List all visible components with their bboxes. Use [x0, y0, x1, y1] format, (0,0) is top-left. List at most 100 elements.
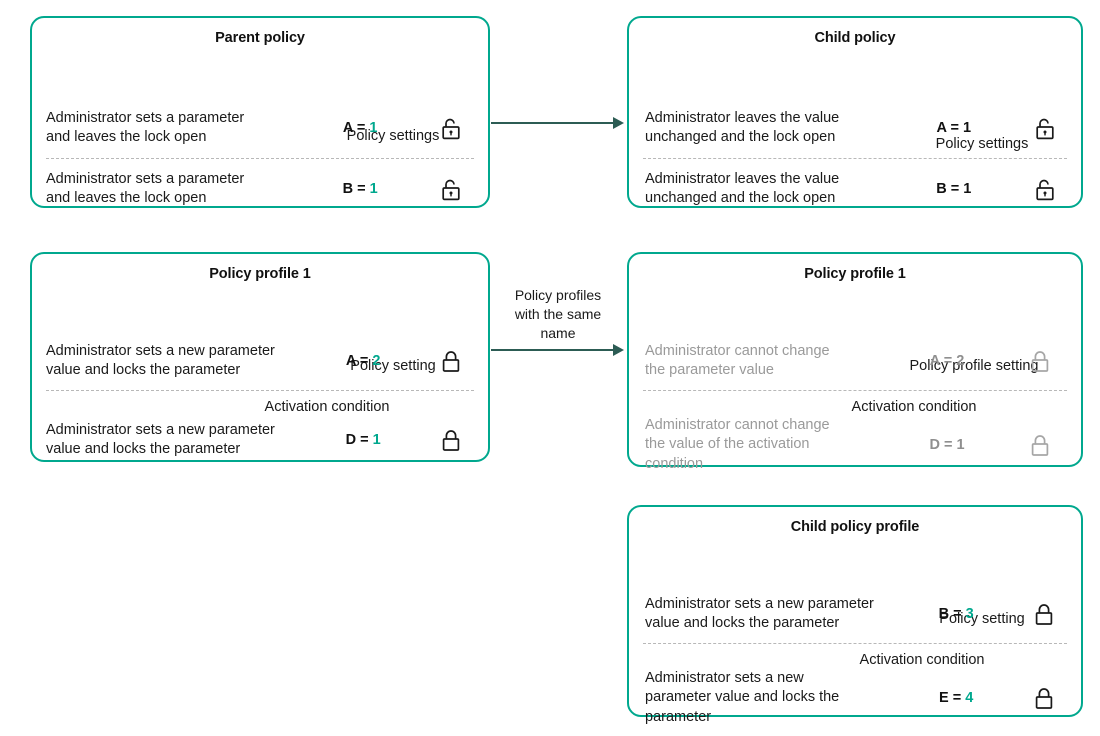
- row-number: 4: [965, 690, 974, 706]
- row-value: A = 1: [342, 120, 378, 136]
- row-divider: [643, 158, 1067, 159]
- row-divider: [46, 158, 474, 159]
- row-param: B: [938, 606, 950, 622]
- row-column-header: Policy profile setting: [909, 358, 1039, 374]
- row-param: A: [345, 353, 356, 369]
- row-number: 1: [372, 432, 381, 448]
- row-description: Administrator sets a new parameter value…: [645, 595, 874, 631]
- row-column-header: Policy setting: [350, 358, 436, 374]
- lock-closed-icon: [443, 429, 460, 451]
- child-policy-profile-box: Child policy profile Policy setting Admi…: [627, 505, 1083, 725]
- row-lock-cell: [1003, 434, 1077, 457]
- child-policy-profile-rows: Policy setting Administrator sets a new …: [629, 585, 1081, 728]
- row-number: 1: [962, 120, 972, 136]
- row-value: D = 1: [929, 437, 965, 453]
- row-lock-cell: [415, 350, 488, 373]
- row-description: Administrator cannot change the paramete…: [645, 342, 830, 378]
- table-row: Administrator leaves the value unchanged…: [629, 98, 1081, 158]
- row-lock-cell: [1008, 603, 1081, 626]
- policy-profile-left-title: Policy profile 1: [209, 266, 311, 282]
- parent-policy-column-header: Policy settings: [346, 128, 440, 144]
- row-description: Administrator sets a parameter and leave…: [46, 109, 245, 145]
- table-row: Administrator leaves the value unchanged…: [629, 159, 1081, 219]
- row-number: 2: [372, 353, 381, 369]
- row-number: 1: [369, 120, 378, 136]
- row-lock-cell: [1008, 117, 1081, 140]
- lock-closed-icon: [1031, 434, 1049, 456]
- table-row: Administrator sets a parameter and leave…: [32, 159, 488, 219]
- table-row: Administrator sets a parameter and leave…: [32, 98, 488, 158]
- row-value: E = 4: [939, 690, 974, 706]
- row-lock-cell: [415, 117, 488, 140]
- parent-policy-title: Parent policy: [215, 30, 305, 46]
- row-param: A: [929, 353, 940, 369]
- row-param: D: [345, 432, 357, 448]
- row-number: 1: [369, 181, 378, 197]
- lock-closed-icon: [443, 350, 460, 372]
- policy-profile-left-box: Policy profile 1 Policy setting Administ…: [30, 252, 490, 462]
- row-number: 3: [965, 606, 974, 622]
- row-divider: [643, 390, 1067, 391]
- table-row: Administrator sets a new parameter value…: [32, 332, 488, 390]
- child-policy-box: Child policy Policy settings Administrat…: [627, 16, 1083, 208]
- lock-closed-icon: [1036, 687, 1053, 709]
- row-number: 1: [963, 181, 972, 197]
- row-value: B = 1: [936, 181, 972, 197]
- row-value: B = 3: [938, 606, 974, 622]
- row-divider: [46, 390, 474, 391]
- row-value: D = 1: [345, 432, 381, 448]
- lock-open-icon: [442, 179, 460, 200]
- lock-closed-icon: [1036, 603, 1053, 625]
- row-description: Administrator sets a parameter and leave…: [46, 170, 245, 206]
- row-number: 2: [956, 353, 965, 369]
- policy-profile-left-rows: Policy setting Administrator sets a new …: [32, 332, 488, 465]
- row-column-header: Activation condition: [859, 652, 985, 668]
- row-column-header: Policy setting: [939, 611, 1025, 627]
- child-policy-title: Child policy: [814, 30, 896, 46]
- row-description: Administrator sets a new parameter value…: [46, 421, 275, 457]
- row-lock-cell: [1003, 350, 1077, 373]
- row-description: Administrator leaves the value unchanged…: [645, 170, 840, 206]
- row-description: Administrator sets a new parameter value…: [645, 670, 840, 725]
- row-description: Administrator sets a new parameter value…: [46, 342, 275, 378]
- row-value: A = 2: [345, 353, 381, 369]
- row-value: A = 1: [936, 120, 972, 136]
- row-param: E: [939, 690, 949, 706]
- row-param: A: [936, 120, 947, 136]
- connector-arrow-top-line: [491, 122, 615, 124]
- connector-arrow-middle-label: Policy profiles with the same name: [514, 287, 602, 341]
- lock-closed-icon: [1031, 350, 1049, 372]
- child-policy-profile-title: Child policy profile: [790, 519, 920, 535]
- row-param: D: [929, 437, 940, 453]
- row-value: B = 1: [342, 181, 378, 197]
- table-row: Administrator sets a new parameter value…: [629, 668, 1081, 728]
- table-row: Administrator sets a new parameter value…: [629, 585, 1081, 643]
- connector-arrow-middle-head: [613, 344, 624, 356]
- lock-open-icon: [1035, 118, 1054, 139]
- parent-policy-rows: Policy settings Administrator sets a par…: [32, 98, 488, 219]
- row-column-header: Activation condition: [851, 399, 977, 415]
- row-lock-cell: [415, 429, 488, 452]
- row-number: 1: [956, 437, 965, 453]
- row-lock-cell: [415, 178, 488, 201]
- policy-profile-right-rows: Policy profile setting Administrator can…: [629, 332, 1081, 475]
- row-divider: [643, 643, 1067, 644]
- policy-profile-right-title: Policy profile 1: [804, 266, 906, 282]
- row-lock-cell: [1008, 178, 1081, 201]
- row-description: Administrator cannot change the value of…: [645, 417, 830, 472]
- lock-open-icon: [1035, 179, 1054, 200]
- row-column-header: Activation condition: [264, 399, 390, 415]
- connector-arrow-top-head: [613, 117, 624, 129]
- table-row: Administrator sets a new parameter value…: [32, 415, 488, 465]
- connector-arrow-middle-line: [491, 349, 615, 351]
- child-policy-rows: Policy settings Administrator leaves the…: [629, 98, 1081, 219]
- row-description: Administrator leaves the value unchanged…: [645, 109, 840, 145]
- row-param: B: [936, 181, 947, 197]
- parent-policy-box: Parent policy Policy settings Administra…: [30, 16, 490, 208]
- row-lock-cell: [1008, 687, 1081, 710]
- table-row: Administrator cannot change the value of…: [629, 415, 1081, 475]
- row-value: A = 2: [929, 353, 965, 369]
- table-row: Administrator cannot change the paramete…: [629, 332, 1081, 390]
- row-param: A: [342, 120, 353, 136]
